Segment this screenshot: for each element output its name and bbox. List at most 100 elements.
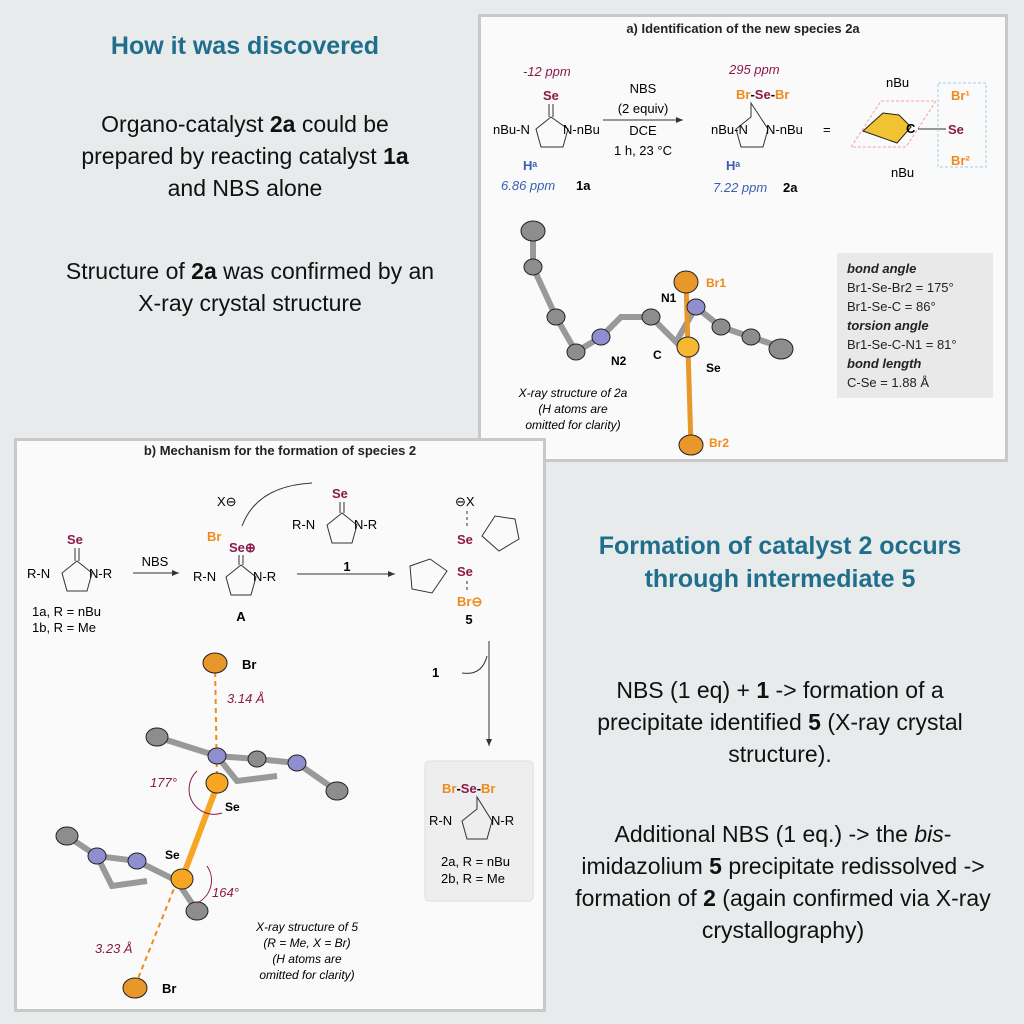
discovery-heading: How it was discovered bbox=[110, 32, 380, 60]
conditions: 1 h, 23 °C bbox=[614, 143, 672, 158]
curved-arrow bbox=[241, 482, 313, 527]
arrow-head bbox=[172, 570, 179, 576]
substituent-r: R-N bbox=[27, 566, 50, 581]
product-box bbox=[424, 760, 534, 902]
label-a: A bbox=[236, 609, 246, 624]
geometry-box: bond angle Br1-Se-Br2 = 175° Br1-Se-C = … bbox=[837, 253, 993, 398]
box-value: Br1-Se-Br2 = 175° bbox=[847, 280, 954, 295]
text: NBS (1 eq) + bbox=[616, 677, 757, 703]
imidazolium-ring-2 bbox=[461, 795, 493, 840]
equals-sign: = bbox=[823, 122, 831, 137]
box-value: C-Se = 1.88 Å bbox=[847, 375, 930, 390]
atom-h: Hᵃ bbox=[523, 158, 537, 173]
label-2b: 2b, R = Me bbox=[441, 871, 505, 886]
panel-a-scheme: -12 ppm Se nBu-N N-nBu Hᵃ 6.86 ppm 1a NB… bbox=[493, 62, 987, 456]
substituent-r: N-R bbox=[89, 566, 112, 581]
se-plane bbox=[937, 82, 987, 168]
text: -imidazolium bbox=[581, 821, 952, 879]
atom-se: Se bbox=[67, 532, 83, 547]
xray-caption-line: X-ray structure of 5 bbox=[255, 920, 358, 934]
text: Organo-catalyst bbox=[101, 111, 270, 137]
substituent-r: R-N bbox=[429, 813, 452, 828]
br-se-br: Br-Se-Br bbox=[736, 87, 790, 102]
text: was confirmed by an X-ray crystal struct… bbox=[138, 258, 435, 316]
box-heading: bond angle bbox=[847, 261, 917, 276]
substituent-r: N-R bbox=[354, 517, 377, 532]
distance-1: 3.14 Å bbox=[227, 691, 265, 706]
xray-caption-line: (R = Me, X = Br) bbox=[263, 936, 350, 950]
atom-c: C bbox=[653, 348, 662, 362]
text: and NBS alone bbox=[167, 175, 323, 201]
atom-se: Se bbox=[457, 532, 473, 547]
substituent-r: N-R bbox=[253, 569, 276, 584]
xray-caption-line: (H atoms are bbox=[272, 952, 342, 966]
imidazolium-ring bbox=[409, 558, 448, 594]
atom-br1: Br1 bbox=[706, 276, 726, 290]
xray-caption-line: omitted for clarity) bbox=[259, 968, 354, 982]
text: -> formation of a precipitate identified bbox=[597, 677, 944, 735]
distance-2: 3.23 Å bbox=[95, 941, 133, 956]
xray-caption-line: (H atoms are bbox=[538, 402, 608, 416]
ppm-h-1a: 6.86 ppm bbox=[501, 178, 555, 193]
imidazolium-ring bbox=[481, 515, 520, 552]
xray-structure-2a bbox=[520, 220, 794, 456]
anion-x: ⊖X bbox=[455, 494, 475, 509]
atom-se: Se bbox=[948, 122, 964, 137]
imidazolium-ring-3d bbox=[862, 112, 912, 144]
step-reagent: 1 bbox=[432, 665, 439, 680]
intermediate-a-ring bbox=[225, 555, 257, 596]
solvent: DCE bbox=[629, 123, 657, 138]
compound-ref: 2a bbox=[191, 258, 217, 284]
compound-ref: 1a bbox=[383, 143, 409, 169]
panel-a-title: a) Identification of the new species 2a bbox=[481, 21, 1005, 36]
xray-structure-5 bbox=[55, 652, 349, 999]
substituent-r: R-N bbox=[193, 569, 216, 584]
box-heading: bond length bbox=[847, 356, 922, 371]
atom-se: Se bbox=[543, 88, 559, 103]
atom-se: Se bbox=[332, 486, 348, 501]
text: Structure of bbox=[65, 258, 192, 284]
label-2a: 2a bbox=[783, 180, 798, 195]
atom-br1: Br¹ bbox=[951, 88, 970, 103]
atom-n2: N2 bbox=[611, 354, 627, 368]
substituent-nbu: nBu-N bbox=[711, 122, 748, 137]
br-se-br: Br-Se-Br bbox=[442, 781, 496, 796]
label-2a: 2a, R = nBu bbox=[441, 854, 510, 869]
substituent-r: R-N bbox=[292, 517, 315, 532]
discovery-paragraph-2: Structure of 2a was confirmed by an X-ra… bbox=[55, 255, 445, 319]
discovery-paragraph-1: Organo-catalyst 2a could be prepared by … bbox=[70, 108, 420, 204]
text: precipitate redissolved -> formation of bbox=[575, 853, 985, 911]
substituent-nbu: nBu bbox=[886, 75, 909, 90]
atom-se: Se bbox=[225, 800, 240, 814]
panel-b: b) Mechanism for the formation of specie… bbox=[14, 438, 546, 1012]
compound-ref: 5 bbox=[808, 709, 821, 735]
panel-a-title-text: a) Identification of the new species 2a bbox=[618, 21, 868, 36]
atom-br: Br bbox=[242, 657, 256, 672]
label-1b: 1b, R = Me bbox=[32, 620, 96, 635]
ppm-h-2a: 7.22 ppm bbox=[713, 180, 767, 195]
substituent-nbu: nBu-N bbox=[493, 122, 530, 137]
imidazole-ring-1a bbox=[535, 104, 569, 148]
label-1a: 1a, R = nBu bbox=[32, 604, 101, 619]
side-arrow bbox=[461, 655, 488, 674]
compound-ref: 2a bbox=[269, 111, 296, 137]
substituent-nbu: N-nBu bbox=[766, 122, 803, 137]
text: could be prepared by reacting catalyst bbox=[81, 111, 389, 169]
angle-1: 177° bbox=[150, 775, 177, 790]
compound-ref: 5 bbox=[709, 853, 722, 879]
reagent-nbs: NBS bbox=[630, 81, 657, 96]
panel-b-title: b) Mechanism for the formation of specie… bbox=[17, 443, 543, 458]
substituent-r: N-R bbox=[491, 813, 514, 828]
reagent-equiv: (2 equiv) bbox=[618, 101, 669, 116]
label-5: 5 bbox=[465, 612, 472, 627]
atom-br: Br⊖ bbox=[457, 594, 482, 609]
atom-br: Br bbox=[162, 981, 176, 996]
atom-se: Se bbox=[706, 361, 721, 375]
ppm-se-1a: -12 ppm bbox=[523, 64, 571, 79]
substituent-nbu: N-nBu bbox=[563, 122, 600, 137]
panel-b-scheme: Se R-N N-R 1a, R = nBu 1b, R = Me NBS X⊖… bbox=[27, 482, 534, 999]
formation-heading: Formation of catalyst 2 occurs through i… bbox=[598, 532, 962, 593]
compound-ref: 2 bbox=[703, 885, 716, 911]
xray-caption-line: X-ray structure of 2a bbox=[518, 386, 628, 400]
